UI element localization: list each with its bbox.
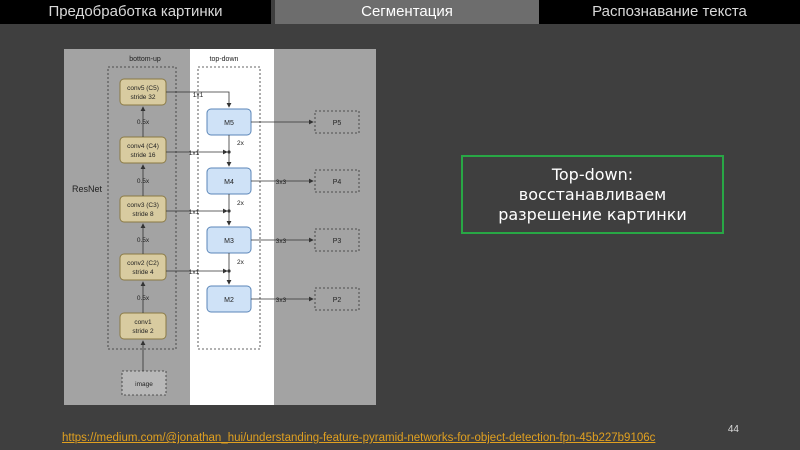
conv5-name: conv5 (C5) xyxy=(127,85,159,92)
conv4-name: conv4 (C4) xyxy=(127,143,159,150)
upsample-label-1: 2x xyxy=(237,140,245,147)
p5-label: P5 xyxy=(333,120,342,127)
p3-box: P3 xyxy=(314,228,360,252)
callout-line-3: разрешение картинки xyxy=(498,204,687,224)
bottom-up-label: bottom-up xyxy=(129,56,161,63)
p4-label: P4 xyxy=(333,179,342,186)
scale-label-c4: 0.5x xyxy=(137,178,150,185)
callout-line-1: Top-down: xyxy=(551,164,634,184)
p3-label: P3 xyxy=(333,238,342,245)
image-label: image xyxy=(135,381,153,388)
bottom-up-group xyxy=(107,66,177,350)
conv2-stride: stride 4 xyxy=(132,269,154,276)
m5-box: M5 xyxy=(206,108,252,136)
m2-label: M2 xyxy=(224,297,234,304)
lateral-label-c4: 1x1 xyxy=(189,150,200,157)
conv2-name: conv2 (C2) xyxy=(127,260,159,267)
fpn-diagram: bottom-up top-down ResNet conv5 (C5) str… xyxy=(64,49,376,405)
lateral-label-c5: 1x1 xyxy=(193,92,204,99)
top-down-label: top-down xyxy=(210,56,239,63)
conv1-name: conv1 xyxy=(134,319,152,326)
p4-box: P4 xyxy=(314,169,360,193)
m4-label: M4 xyxy=(224,179,234,186)
callout-line-2: восстанавливаем xyxy=(518,184,667,204)
conv3-name: conv3 (C3) xyxy=(127,202,159,209)
p2-label: P2 xyxy=(333,297,342,304)
page-number: 44 xyxy=(727,424,739,435)
image-box: image xyxy=(121,370,167,396)
m2-box: M2 xyxy=(206,285,252,313)
conv1-stride: stride 2 xyxy=(132,328,154,335)
conv1-box: conv1 stride 2 xyxy=(119,312,167,340)
conv4-stride: stride 16 xyxy=(131,152,156,159)
add-nodes xyxy=(227,150,231,273)
scale-label-c5: 0.5x xyxy=(137,119,150,126)
lateral-label-c2: 1x1 xyxy=(189,269,200,276)
conv5-box: conv5 (C5) stride 32 xyxy=(119,78,167,106)
smooth-label-p3: 3x3 xyxy=(276,238,287,245)
tab-segmentation[interactable]: Сегментация xyxy=(275,0,539,24)
conv3-box: conv3 (C3) stride 8 xyxy=(119,195,167,223)
m3-box: M3 xyxy=(206,226,252,254)
m5-label: M5 xyxy=(224,120,234,127)
resnet-label: ResNet xyxy=(72,184,103,194)
lateral-label-c3: 1x1 xyxy=(189,209,200,216)
upsample-label-2: 2x xyxy=(237,200,245,207)
conv3-stride: stride 8 xyxy=(132,211,154,218)
tab-text-recognition[interactable]: Распознавание текста xyxy=(539,0,800,24)
scale-label-c3: 0.5x xyxy=(137,237,150,244)
p2-box: P2 xyxy=(314,287,360,311)
conv4-box: conv4 (C4) stride 16 xyxy=(119,136,167,164)
upsample-label-3: 2x xyxy=(237,259,245,266)
p5-box: P5 xyxy=(314,110,360,134)
scale-label-c2: 0.5x xyxy=(137,295,150,302)
smooth-label-p2: 3x3 xyxy=(276,297,287,304)
conv2-box: conv2 (C2) stride 4 xyxy=(119,253,167,281)
m3-label: M3 xyxy=(224,238,234,245)
lateral-connections xyxy=(166,91,232,274)
smooth-label-p4: 3x3 xyxy=(276,179,287,186)
tab-preprocessing[interactable]: Предобработка картинки xyxy=(0,0,271,24)
tab-bar: Предобработка картинки Сегментация Распо… xyxy=(0,0,800,24)
conv5-stride: stride 32 xyxy=(131,94,156,101)
m4-box: M4 xyxy=(206,167,252,195)
top-down-callout: Top-down: восстанавливаем разрешение кар… xyxy=(461,155,724,234)
source-link[interactable]: https://medium.com/@jonathan_hui/underst… xyxy=(62,432,656,444)
output-arrows xyxy=(251,119,314,302)
